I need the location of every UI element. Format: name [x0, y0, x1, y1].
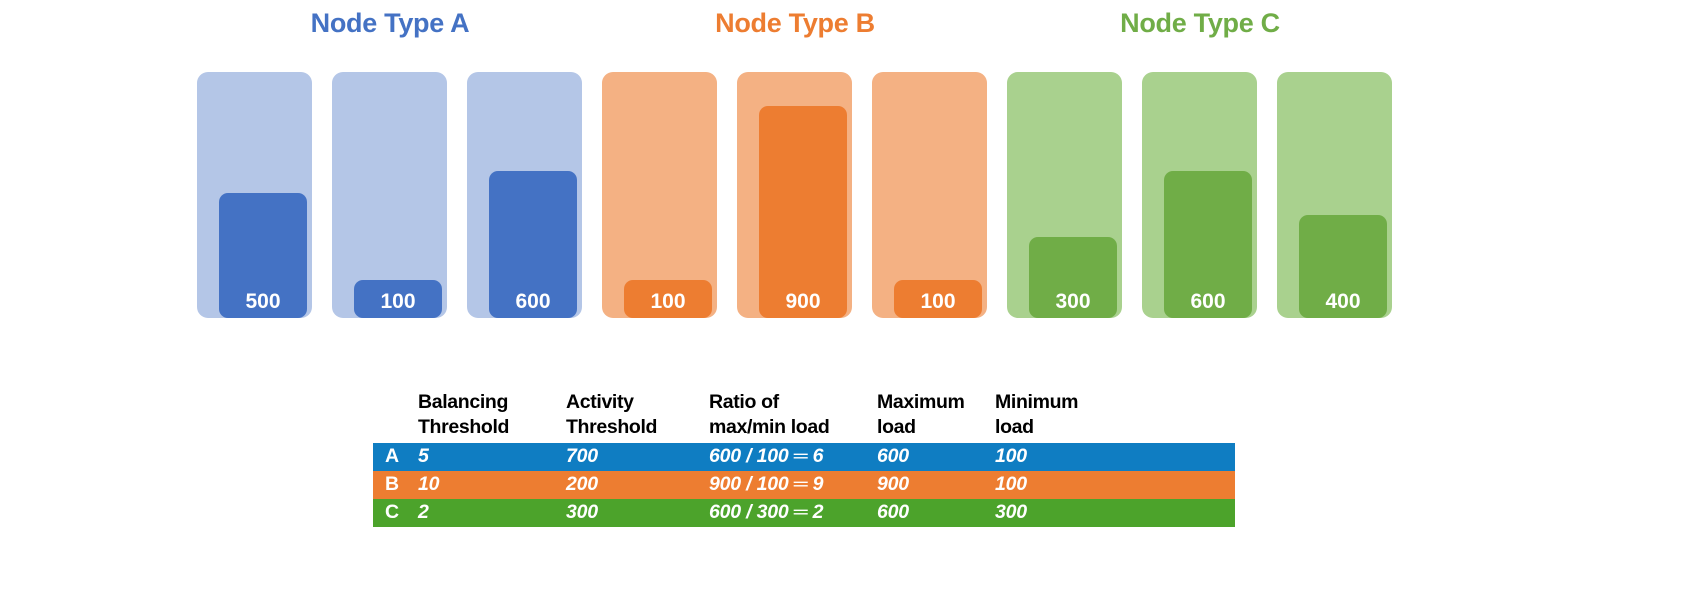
table-row[interactable]: B 10 200 900 / 100 ═ 9 900 100	[373, 470, 1235, 499]
bar-load[interactable]: 300	[1029, 237, 1117, 318]
bar-chart: 500 100 600 100 900 100 300 600 400	[197, 72, 1392, 318]
table-header-minimum-load: Minimum load	[995, 391, 1079, 438]
table-cell-ratio: 600 / 100 ═ 6	[709, 445, 824, 468]
table-cell-balancing-threshold: 2	[418, 501, 429, 524]
bar-load[interactable]: 400	[1299, 215, 1387, 318]
bar-capacity[interactable]: 100	[332, 72, 447, 318]
bar-load[interactable]: 900	[759, 106, 847, 318]
bar-capacity[interactable]: 600	[1142, 72, 1257, 318]
table-cell-balancing-threshold: 5	[418, 445, 429, 468]
table-cell-maximum-load: 600	[877, 501, 909, 524]
table-header-row: Balancing Threshold Activity Threshold R…	[373, 390, 1235, 443]
bar-load[interactable]: 100	[624, 280, 712, 318]
table-cell-minimum-load: 100	[995, 473, 1027, 496]
table-cell-activity-threshold: 700	[566, 445, 598, 468]
table-header-key	[373, 390, 418, 443]
bar-value-label: 900	[785, 290, 821, 313]
bar-value-label: 100	[650, 290, 686, 313]
table-header-ratio: Ratio of max/min load	[709, 391, 830, 438]
bar-value-label: 100	[920, 290, 956, 313]
bar-value-label: 400	[1325, 290, 1361, 313]
table-header-activity-threshold: Activity Threshold	[566, 391, 658, 438]
table-cell-ratio: 900 / 100 ═ 9	[709, 473, 824, 496]
table-cell-ratio: 600 / 300 ═ 2	[709, 501, 824, 524]
bar-load[interactable]: 100	[894, 280, 982, 318]
bar-load[interactable]: 600	[489, 171, 577, 318]
bar-capacity[interactable]: 400	[1277, 72, 1392, 318]
bar-value-label: 300	[1055, 290, 1091, 313]
table-cell-balancing-threshold: 10	[418, 473, 440, 496]
bar-load[interactable]: 500	[219, 193, 307, 318]
bar-capacity[interactable]: 900	[737, 72, 852, 318]
bar-capacity[interactable]: 100	[602, 72, 717, 318]
table-cell-key: C	[385, 501, 399, 524]
bar-value-label: 500	[245, 290, 281, 313]
table-cell-activity-threshold: 200	[566, 473, 598, 496]
bar-capacity[interactable]: 500	[197, 72, 312, 318]
group-title-a: Node Type A	[310, 8, 470, 38]
table-cell-key: A	[385, 445, 399, 468]
bar-load[interactable]: 600	[1164, 171, 1252, 318]
bar-value-label: 600	[1190, 290, 1226, 313]
table-cell-maximum-load: 900	[877, 473, 909, 496]
table-header-balancing-threshold: Balancing Threshold	[418, 391, 510, 438]
bar-value-label: 600	[515, 290, 551, 313]
table-cell-minimum-load: 300	[995, 501, 1027, 524]
bar-load[interactable]: 100	[354, 280, 442, 318]
summary-table: Balancing Threshold Activity Threshold R…	[373, 390, 1235, 527]
table-cell-minimum-load: 100	[995, 445, 1027, 468]
table-cell-activity-threshold: 300	[566, 501, 598, 524]
bar-value-label: 100	[380, 290, 416, 313]
bar-capacity[interactable]: 300	[1007, 72, 1122, 318]
bar-capacity[interactable]: 600	[467, 72, 582, 318]
group-title-b: Node Type B	[715, 8, 875, 38]
group-title-c: Node Type C	[1120, 8, 1280, 38]
table-header-maximum-load: Maximum load	[877, 391, 965, 438]
bar-capacity[interactable]: 100	[872, 72, 987, 318]
table-cell-maximum-load: 600	[877, 445, 909, 468]
table-cell-key: B	[385, 473, 399, 496]
summary-table-wrapper: Balancing Threshold Activity Threshold R…	[373, 390, 1235, 527]
